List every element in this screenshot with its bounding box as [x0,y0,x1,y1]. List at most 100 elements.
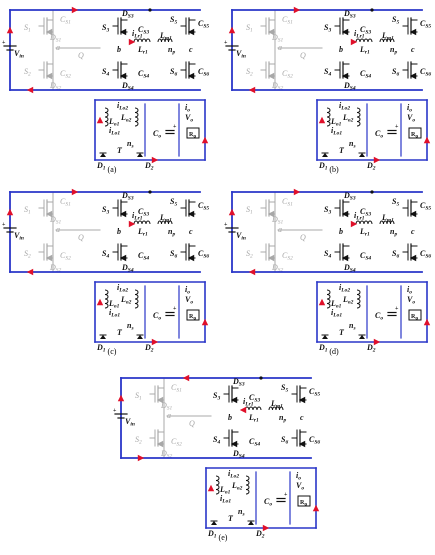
lr1-label-main: L [137,227,143,236]
cs4-label-main: C [138,251,144,260]
lo1-label-sub: o1 [114,122,120,128]
io-label-sub: o [409,290,412,296]
ds4-label-sub: S4 [350,268,356,274]
cs6-label-main: C [420,249,426,258]
ds3-label-sub: S3 [350,196,356,202]
switch-s3 [334,17,350,36]
lo1-label-main: L [108,117,114,126]
ds3-label-main: D [121,191,128,200]
current-arrow-top [182,374,190,382]
cs4-label-main: C [360,69,366,78]
switch-s6 [402,61,418,80]
vin-label-sub: in [19,236,24,242]
switch-body-arrow [409,72,417,80]
top-node-dot [370,8,374,12]
lo1-label-main: L [219,485,225,494]
switch-s6 [291,429,307,448]
d2-label: D2 [366,161,376,172]
switch-body-arrow [341,72,349,80]
transformer-q-label: Q [78,51,84,60]
np-label: np [390,227,397,238]
ds1-label: DS1 [271,33,284,44]
ilr1-label: iLr1 [354,211,365,222]
lm1-label: Lm1 [159,213,172,224]
vin-label-main: V [14,49,20,58]
co-label: Co [375,129,383,140]
ro-label-main: R [300,500,305,506]
vo-label-sub: o [190,300,193,306]
d2-label-main: D [144,343,151,352]
current-arrow-load [312,504,320,512]
cs6-label-main: C [309,435,315,444]
cs1-label-main: C [171,383,177,392]
d1-label-main: D [318,161,325,170]
diode-triangle [359,153,365,157]
ro-label: Ro [411,314,418,322]
switch-body-arrow [341,254,349,262]
transformer-q-label-main: Q [300,51,306,60]
d2-label-main: D [366,343,373,352]
node-c-label: c [300,413,304,422]
s5-label: S5 [170,15,177,26]
np-label-sub: p [171,50,175,56]
s1-label-main: S [24,23,28,32]
vo-label-sub: o [412,300,415,306]
ro-label-sub: o [193,134,196,140]
lm1-label-sub: m1 [165,36,172,42]
transformer-q-label: Q [300,51,306,60]
ilo1-label-sub: Lo1 [221,499,231,505]
vin-label-sub: in [19,54,24,60]
switch-body-arrow [298,396,306,404]
cs6-label-main: C [198,67,204,76]
switch-s1 [260,17,276,36]
output-inductor-lo1 [104,107,109,127]
np-label-main: n [390,227,395,236]
switch-s5 [291,385,307,404]
s3-label-sub: 3 [216,396,220,402]
current-arrow-left [6,208,14,216]
ro-label-sub: o [415,134,418,140]
vin-plus-sign-main: + [2,222,6,228]
io-label: io [296,471,301,482]
switch-s4 [112,61,128,80]
output-inductor-lo2 [356,107,361,127]
lm1-label-sub: m1 [165,218,172,224]
s5-label: S5 [392,15,399,26]
vin-label-main: V [236,231,242,240]
ds2-label-sub: S2 [167,454,173,460]
panel-d: Vin+S1CS1S2CS2DS1DS2aQS3CS3DS3S4CS4DS4bS… [224,188,431,356]
vin-plus-sign: + [113,408,117,414]
cs4-label: CS4 [138,251,149,262]
current-arrow-bottom [248,86,256,94]
s1-label: S1 [246,23,253,34]
switch-body-arrow [409,28,417,36]
node-b-label: b [339,227,343,236]
io-label-main: i [407,285,410,294]
load-resistor-ro [186,309,200,321]
current-arrow-top [293,6,301,14]
magnetizing-inductor-lm1 [157,38,173,43]
cs5-label-sub: S5 [314,392,320,398]
ns-label-sub: s [352,326,355,332]
lo2-label-main: L [120,295,126,304]
s1-label-main: S [24,205,28,214]
ilo2-label-main: i [339,283,342,292]
d2-label: D2 [366,343,376,354]
resonant-inductor-lr1 [133,220,151,225]
ilo2-label: iLo2 [117,101,128,112]
ilo2-label-sub: Lo2 [118,106,128,112]
s6-label-main: S [170,249,175,258]
np-label: np [390,45,397,56]
cs6-label-sub: S6 [203,254,209,260]
s6-label: S6 [170,249,177,260]
s6-label: S6 [170,67,177,78]
switch-s4 [334,243,350,262]
io-label-sub: o [298,476,301,482]
cs3-label-main: C [138,25,144,34]
ilo1-label-main: i [109,126,112,135]
cs4-label-sub: S4 [365,74,371,80]
s1-label-sub: 1 [139,396,142,402]
s4-label-main: S [102,67,107,76]
ilo2-label-main: i [117,101,120,110]
lo2-label: Lo2 [342,113,354,124]
